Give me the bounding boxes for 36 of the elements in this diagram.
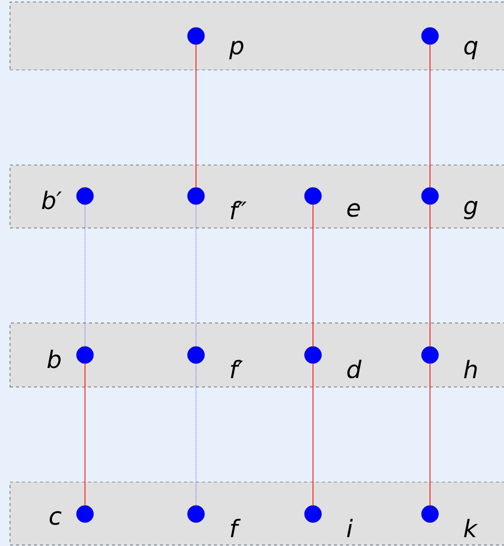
point-label: d: [347, 360, 362, 378]
point-dot: [187, 187, 205, 205]
point-dot: [187, 346, 205, 364]
point-dot: [421, 27, 439, 45]
band: [10, 2, 504, 70]
band: [10, 322, 504, 388]
point-label: p: [229, 40, 244, 60]
point-label: i: [347, 518, 353, 538]
band: [10, 482, 504, 546]
point-label: e: [347, 203, 360, 217]
connector-line: [312, 204, 314, 347]
point-label: f′: [230, 360, 243, 378]
point-label: h: [464, 360, 477, 378]
point-dot: [421, 187, 439, 205]
point-dot: [76, 187, 94, 205]
point-dot: [304, 346, 322, 364]
connector-line: [84, 363, 86, 506]
connector-line: [312, 363, 314, 506]
connector-line: [84, 204, 86, 346]
point-dot: [187, 27, 205, 45]
point-dot: [421, 346, 439, 364]
point-label: f: [230, 518, 241, 538]
point-dot: [304, 187, 322, 205]
point-label: k: [464, 518, 478, 538]
point-label: f″: [230, 200, 246, 220]
point-label: q: [464, 40, 478, 60]
point-label: g: [464, 200, 478, 220]
point-dot: [76, 346, 94, 364]
point-dot: [76, 505, 94, 523]
point-dot: [421, 505, 439, 523]
point-label: b: [47, 350, 61, 368]
point-label: b′: [42, 190, 62, 210]
band: [10, 164, 504, 228]
point-dot: [187, 505, 205, 523]
point-label: c: [50, 511, 62, 525]
point-dot: [304, 505, 322, 523]
